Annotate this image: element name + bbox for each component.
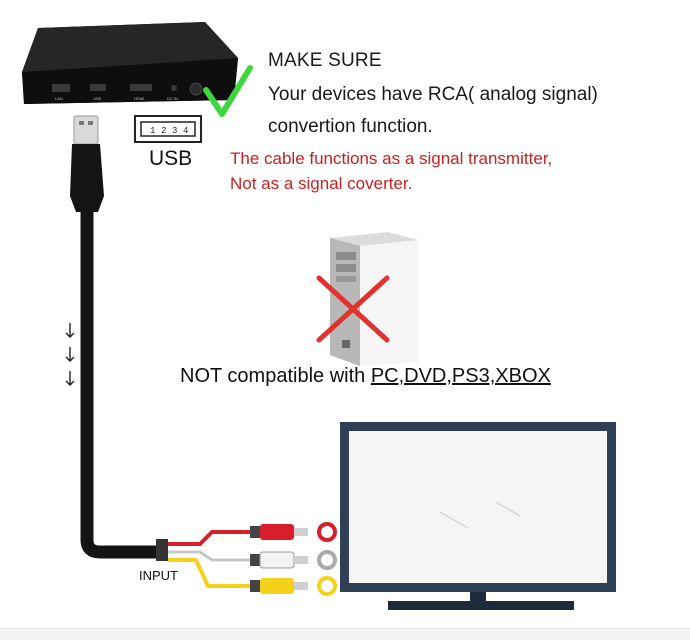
- usb-pin-1: 1: [150, 126, 155, 136]
- cross-icon: [316, 275, 390, 343]
- usb-pin-4: 4: [183, 126, 188, 136]
- check-mark-icon: [203, 65, 253, 117]
- port-label-lan: LAN: [55, 96, 63, 101]
- usb-pin-2: 2: [161, 126, 166, 136]
- usb-cable-icon: [70, 115, 168, 561]
- devices-requirement-line2: convertion function.: [268, 116, 433, 137]
- port-label-hdmi: HDMI: [134, 96, 144, 101]
- not-compatible-prefix: NOT compatible with: [180, 365, 371, 387]
- warning-line1: The cable functions as a signal transmit…: [230, 149, 553, 168]
- footer-strip: [0, 628, 690, 640]
- port-label-usb: USB: [93, 96, 102, 101]
- tv-box-icon: LAN USB HDMI DC IN: [22, 22, 238, 104]
- usb-label: USB: [149, 147, 193, 170]
- devices-requirement-line1: Your devices have RCA( analog signal): [268, 84, 598, 105]
- input-label: INPUT: [139, 568, 178, 583]
- usb-pin-3: 3: [172, 126, 177, 136]
- not-compatible-devices: PC,DVD,PS3,XBOX: [370, 365, 551, 387]
- warning-line2: Not as a signal coverter.: [230, 174, 413, 193]
- down-arrows-icon: [65, 323, 75, 386]
- pc-tower-icon: [330, 232, 418, 366]
- usb-port-icon: 1 2 3 4: [134, 115, 202, 143]
- make-sure-heading: MAKE SURE: [268, 50, 382, 71]
- not-compatible-text: NOT compatible with PC,DVD,PS3,XBOX: [180, 365, 551, 388]
- tv-monitor-icon: [340, 422, 616, 610]
- rca-cable-icon: [168, 522, 337, 596]
- port-label-dc-in: DC IN: [167, 96, 178, 101]
